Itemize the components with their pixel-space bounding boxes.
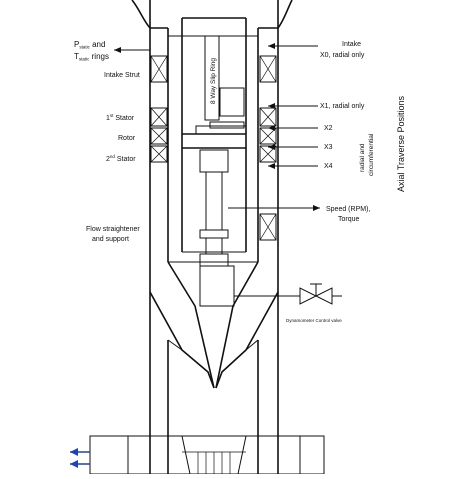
label-x1: X1, radial only (320, 103, 365, 110)
label-flow-straightener-2: and support (92, 236, 129, 243)
pt-rings-left (150, 55, 168, 83)
left-leaders (114, 47, 150, 53)
label-intake-strut: Intake Strut (104, 72, 140, 79)
outer-casing (149, 27, 279, 262)
label-x0: X0, radial only (320, 52, 365, 59)
slip-ring-assembly (195, 35, 247, 135)
bellmouth-intake (131, 0, 293, 29)
label-dyno-valve: Dynamometer Control valve (286, 318, 342, 323)
inner-duct (168, 17, 258, 263)
pt-rings-right (259, 55, 277, 83)
blade-row-boxes (150, 107, 277, 241)
label-p-static: Pstatic and (74, 40, 105, 50)
label-x3: X3 (324, 144, 333, 151)
right-arrows (228, 43, 320, 211)
label-slip-ring: 8 Way Slip Ring (210, 58, 217, 104)
label-speed: Speed (RPM), (326, 206, 370, 213)
label-flow-straightener-1: Flow straightener (86, 226, 140, 233)
outflow-arrows (70, 448, 90, 468)
label-radial-and: radial and (359, 143, 366, 172)
label-torque: Torque (338, 216, 360, 223)
label-1st-stator: 1st Stator (106, 113, 135, 122)
label-axial-traverse: Axial Traverse Positions (396, 95, 406, 192)
label-x4: X4 (324, 163, 333, 170)
label-t-static: Tstatic rings (74, 52, 109, 62)
rotor-shaft (182, 133, 246, 267)
label-circumferential: circumferential (368, 133, 375, 176)
label-x2: X2 (324, 125, 333, 132)
label-intake: Intake (342, 41, 361, 48)
label-2nd-stator: 2nd Stator (106, 154, 136, 163)
label-rotor: Rotor (118, 135, 136, 142)
control-valve (299, 283, 342, 305)
